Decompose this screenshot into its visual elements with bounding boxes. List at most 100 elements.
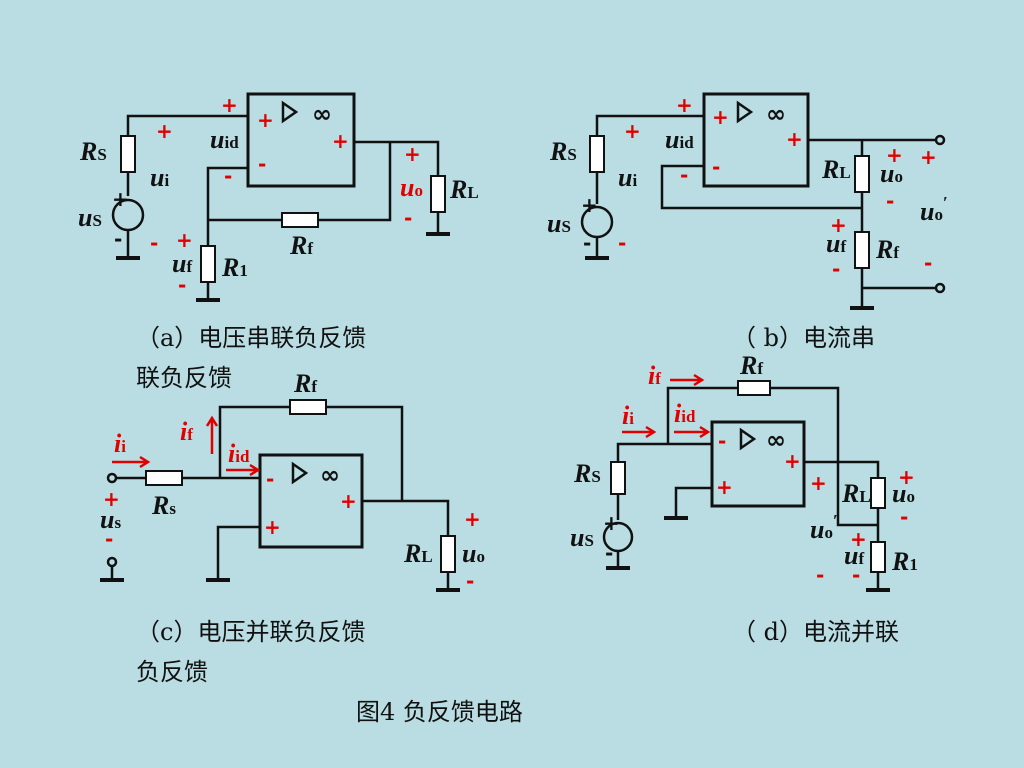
circuit-a-uo-label: uo: [400, 173, 423, 202]
circuit-a-rs-label: RS: [79, 137, 107, 166]
circuit-a-plus-sign: +: [257, 108, 274, 132]
caption-c-line2: 负反馈: [136, 658, 208, 686]
circuit-a-plus-sign: +: [221, 93, 238, 117]
circuit-c-rl-label: RL: [403, 539, 433, 568]
circuit-a-plus-sign: +: [332, 129, 349, 153]
circuit-c-rf-label: Rf: [293, 369, 317, 398]
circuit-c-us-label: us: [100, 505, 121, 534]
circuit-d-rl-label: RL: [841, 479, 871, 508]
circuit-a-r1-label: R1: [221, 253, 248, 282]
circuit-a-opamp: [246, 92, 356, 188]
circuit-a-us-label: uS: [78, 203, 102, 232]
circuit-b-minus-sign: -: [924, 251, 932, 275]
circuit-b-plus-sign: +: [624, 119, 641, 143]
circuit-a-rf-wire-right: [318, 142, 392, 222]
circuit-a-rf-resistor: [281, 212, 319, 228]
circuit-a-plus-sign: +: [404, 142, 421, 166]
circuit-b-plus-sign: +: [581, 193, 598, 217]
circuit-c-input-terminal: [106, 472, 118, 484]
circuit-d-ii-label: ii: [622, 401, 634, 430]
circuit-d-minus-sign: -: [718, 429, 726, 453]
circuit-c-rs-resistor: [145, 470, 183, 486]
circuit-b-uo-label: uo: [880, 159, 903, 188]
circuit-c-iid-label: iid: [228, 439, 250, 468]
circuit-c-plus-sign: +: [264, 515, 281, 539]
circuit-c-rl-resistor: [440, 535, 456, 573]
caption-d-line1: （ d）电流并联: [732, 618, 899, 646]
circuit-d-input-wire: [616, 442, 712, 462]
circuit-d-if-label: if: [648, 361, 661, 390]
circuit-b-minus-sign: -: [583, 231, 591, 255]
circuit-b-ui-label: ui: [618, 163, 637, 192]
circuit-d-ii-arrow: [622, 425, 657, 439]
circuit-b-uo-prime-label: uo′: [920, 193, 948, 226]
circuit-c-output-wire: [362, 499, 450, 536]
circuit-b-opamp-triangle: [736, 100, 754, 124]
circuit-a-minus-sign: -: [178, 273, 186, 297]
circuit-d-r1-resistor: [870, 541, 886, 573]
circuit-c-feedback-wire-right: [326, 405, 404, 501]
circuit-d-minus-sign: -: [852, 563, 860, 587]
circuit-b-infinity: ∞: [766, 100, 786, 128]
circuit-c-if-arrow: [205, 415, 219, 454]
circuit-b-rf-resistor: [854, 231, 870, 269]
circuit-b-uf-label: uf: [826, 229, 846, 258]
caption-b-line1: （ b）电流串: [732, 324, 875, 352]
circuit-c-ii-label: ii: [114, 429, 126, 458]
caption-a-line1: （a）电压串联负反馈: [136, 324, 367, 352]
circuit-d-feedback-wire-left: [666, 386, 738, 444]
circuit-c-minus-sign: -: [466, 569, 474, 593]
figure-caption: 图4 负反馈电路: [356, 698, 523, 726]
circuit-c-plus-sign: +: [103, 487, 120, 511]
circuit-a: ∞ RS ui uS uid Rf uf R1 uo RL + + - + +: [78, 92, 479, 302]
circuit-c-feedback-wire-left: [218, 405, 290, 478]
circuit-a-r1-resistor: [200, 245, 216, 283]
circuit-c-iid-arrow: [226, 463, 261, 477]
circuit-b-rs-label: RS: [549, 137, 577, 166]
circuit-c-ii-arrow: [112, 455, 151, 469]
circuit-b-rf-label: Rf: [875, 235, 899, 264]
circuit-d-minus-sign: -: [900, 505, 908, 529]
circuit-b-plus-sign: +: [676, 93, 693, 117]
circuit-a-rs-resistor: [120, 135, 136, 173]
circuit-a-output-wire: [354, 140, 440, 176]
circuit-a-rf-label: Rf: [289, 231, 313, 260]
circuit-a-ui-label: ui: [150, 163, 169, 192]
circuit-c-rs-label: Rs: [151, 491, 176, 520]
circuit-c-noninverting-wire: [216, 525, 260, 578]
circuit-a-minus-sign: -: [404, 206, 412, 230]
circuit-b-us-label: uS: [547, 209, 571, 238]
circuit-d-r1-label: R1: [891, 547, 918, 576]
circuit-c-opamp-triangle: [291, 461, 309, 485]
circuit-d-uo-prime-label: uo′: [810, 511, 838, 544]
circuit-b-rs-resistor: [589, 135, 605, 173]
circuit-c-uo-label: uo: [462, 539, 485, 568]
circuit-d-iid-arrow: [674, 425, 711, 439]
circuit-c: ∞ ii if iid Rf Rs us RL uo + - - + +: [100, 369, 485, 593]
circuit-d-iid-label: iid: [674, 399, 696, 428]
circuit-c-plus-sign: +: [340, 489, 357, 513]
circuit-c-minus-sign: -: [266, 467, 274, 491]
circuit-b-minus-sign: -: [832, 257, 840, 281]
circuit-a-uid-label: uid: [210, 125, 239, 154]
circuit-a-input-wire: [126, 114, 248, 136]
caption-c-line1: （c）电压并联负反馈: [136, 618, 366, 646]
circuit-c-if-label: if: [180, 417, 193, 446]
circuit-c-infinity: ∞: [320, 461, 340, 489]
circuit-a-minus-sign: -: [258, 152, 266, 176]
circuit-b-minus-sign: -: [618, 231, 626, 255]
circuit-b-plus-sign: +: [830, 213, 847, 237]
circuit-d-opamp-triangle: [739, 427, 757, 451]
circuit-d-plus-sign: +: [784, 449, 801, 473]
circuit-b-minus-sign: -: [886, 189, 894, 213]
circuit-d-if-arrow: [670, 373, 705, 387]
circuit-b-rl-label: RL: [821, 155, 851, 184]
circuit-c-rf-resistor: [289, 399, 327, 415]
circuit-d-minus-sign: -: [605, 541, 613, 565]
circuit-a-plus-sign: +: [156, 119, 173, 143]
circuit-d-plus-sign: +: [898, 465, 915, 489]
circuit-d-rs-label: RS: [573, 459, 601, 488]
circuit-b-output-terminal: [934, 134, 946, 146]
circuit-b-plus-sign: +: [920, 145, 937, 169]
